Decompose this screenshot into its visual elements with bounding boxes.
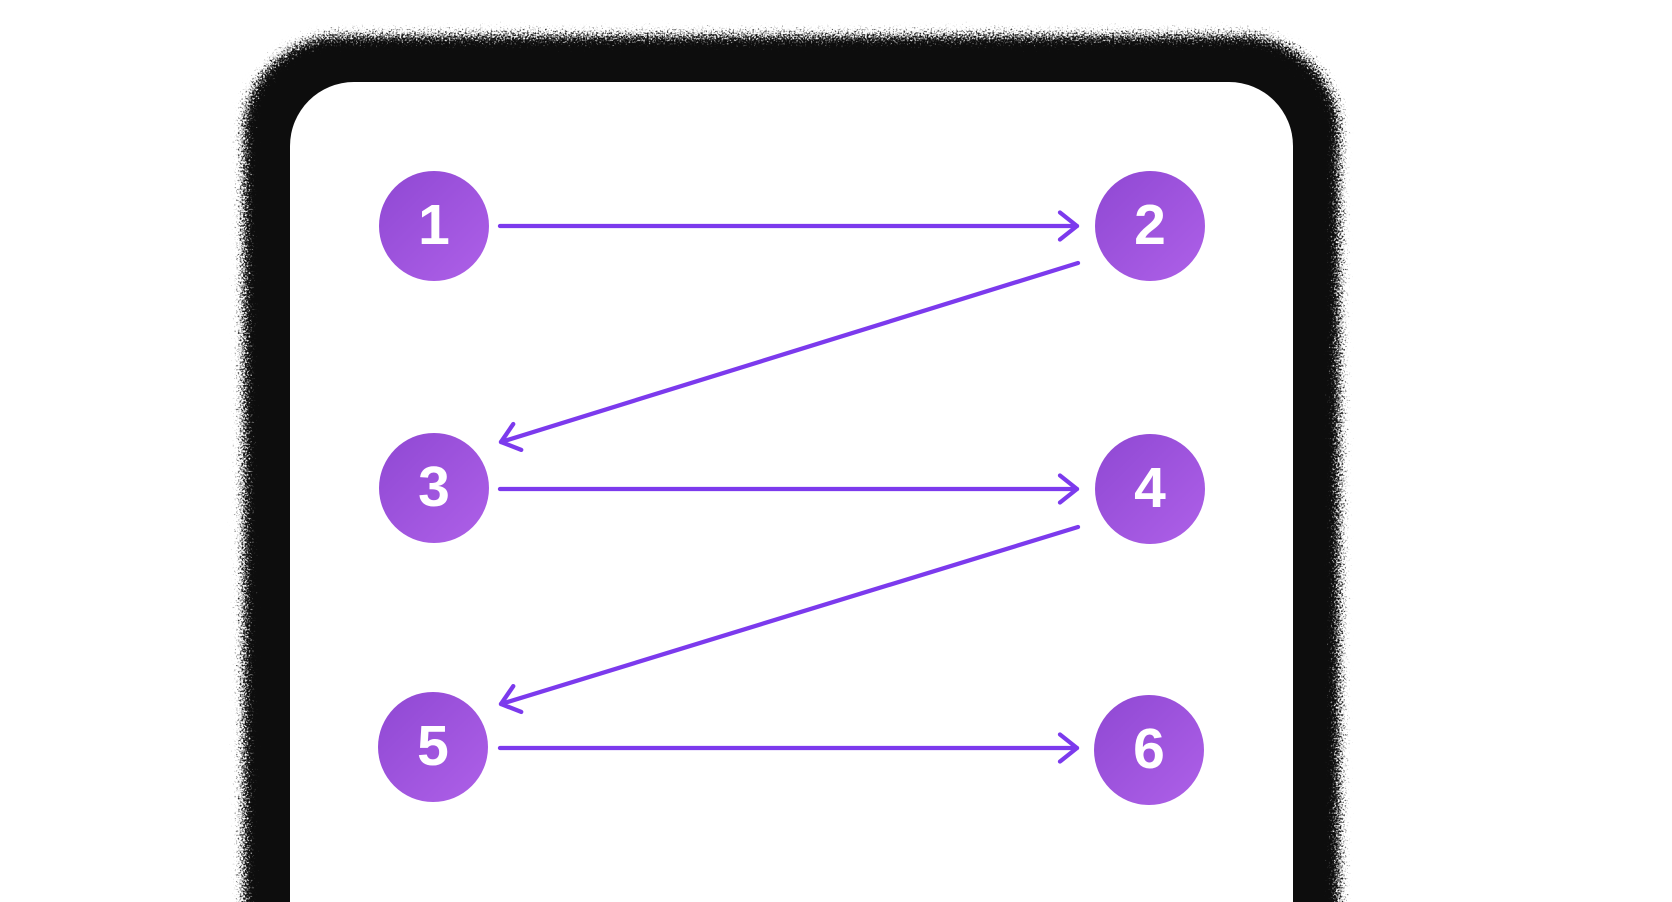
arrow-2-3 [498,260,1081,453]
arrow-4-5 [498,524,1081,715]
